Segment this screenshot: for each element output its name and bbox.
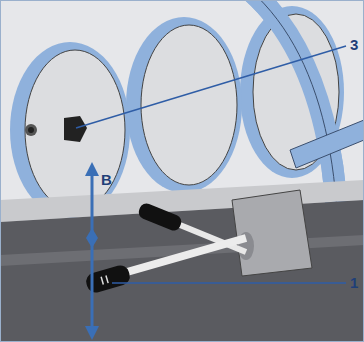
gauge-face bbox=[25, 50, 125, 210]
gauge-ring bbox=[10, 42, 130, 218]
movement-arrow bbox=[91, 172, 94, 330]
leader-line bbox=[76, 46, 346, 128]
gauge-face bbox=[141, 25, 237, 185]
stalk-shaft bbox=[120, 238, 246, 274]
stalk-tip bbox=[137, 201, 184, 232]
switch-button bbox=[64, 116, 87, 142]
callout-number: 1 bbox=[350, 275, 358, 291]
arrow-head bbox=[85, 326, 99, 340]
upper-stalk-tip bbox=[137, 201, 184, 232]
lower-dashboard bbox=[0, 200, 364, 342]
arrow-head bbox=[85, 162, 99, 176]
control-knob bbox=[25, 124, 37, 136]
control-knob-center bbox=[28, 127, 34, 133]
gauge-ring bbox=[126, 17, 242, 193]
leader-line bbox=[112, 282, 346, 284]
steering-wheel-spoke bbox=[290, 120, 364, 168]
direction-label: B bbox=[101, 172, 112, 188]
stalk-marking bbox=[101, 277, 103, 285]
stalk-marking bbox=[106, 275, 108, 283]
steering-column bbox=[232, 190, 312, 276]
arrow-marker bbox=[86, 228, 98, 248]
callout-number: 3 bbox=[350, 37, 358, 53]
